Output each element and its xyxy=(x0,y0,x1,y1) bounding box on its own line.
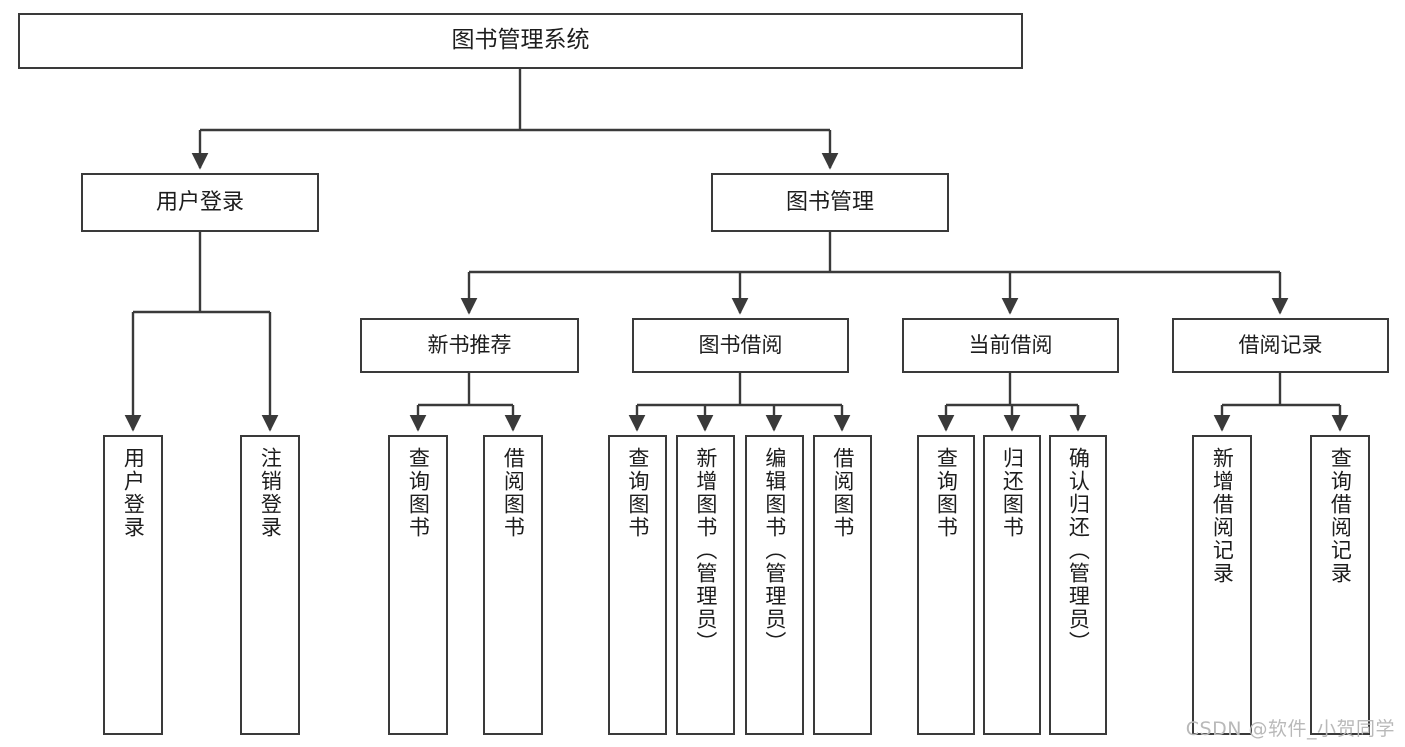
node-leaf-user-logout[interactable]: 注销登录 xyxy=(240,435,300,735)
node-leaf-add-borrow-record[interactable]: 新增借阅记录 xyxy=(1192,435,1252,735)
node-label: 编辑图书（管理员） xyxy=(762,447,787,654)
node-leaf-confirm-return[interactable]: 确认归还（管理员） xyxy=(1049,435,1107,735)
node-label: 注销登录 xyxy=(258,447,283,539)
node-leaf-query-book-borrow[interactable]: 查询图书 xyxy=(608,435,667,735)
node-label: 用户登录 xyxy=(155,189,244,215)
node-label: 新增借阅记录 xyxy=(1210,447,1235,585)
node-label: 图书借阅 xyxy=(698,333,783,358)
node-label: 用户登录 xyxy=(121,447,146,539)
node-leaf-borrow-book[interactable]: 借阅图书 xyxy=(813,435,872,735)
node-label: 查询图书 xyxy=(625,447,650,539)
node-book-borrow[interactable]: 图书借阅 xyxy=(632,318,849,373)
node-root-system[interactable]: 图书管理系统 xyxy=(18,13,1023,69)
watermark-text: CSDN @软件_小贺同学 xyxy=(1185,718,1395,740)
node-book-management[interactable]: 图书管理 xyxy=(711,173,949,232)
node-label: 借阅记录 xyxy=(1238,333,1323,358)
node-leaf-user-login[interactable]: 用户登录 xyxy=(103,435,163,735)
node-label: 新增图书（管理员） xyxy=(693,447,718,654)
node-label: 查询借阅记录 xyxy=(1328,447,1353,585)
node-current-borrow[interactable]: 当前借阅 xyxy=(902,318,1119,373)
node-leaf-edit-book[interactable]: 编辑图书（管理员） xyxy=(745,435,804,735)
node-label: 归还图书 xyxy=(1000,447,1025,539)
node-label: 查询图书 xyxy=(934,447,959,539)
node-borrow-record[interactable]: 借阅记录 xyxy=(1172,318,1389,373)
node-label: 当前借阅 xyxy=(968,333,1053,358)
node-label: 新书推荐 xyxy=(427,333,512,358)
node-leaf-return-book[interactable]: 归还图书 xyxy=(983,435,1041,735)
node-label: 图书管理 xyxy=(785,189,874,215)
node-leaf-query-book-recommend[interactable]: 查询图书 xyxy=(388,435,448,735)
node-label: 借阅图书 xyxy=(501,447,526,539)
node-label: 图书管理系统 xyxy=(451,27,590,54)
node-leaf-query-book-current[interactable]: 查询图书 xyxy=(917,435,975,735)
node-new-book-recommend[interactable]: 新书推荐 xyxy=(360,318,579,373)
node-label: 确认归还（管理员） xyxy=(1066,447,1091,654)
node-user-login[interactable]: 用户登录 xyxy=(81,173,319,232)
node-label: 借阅图书 xyxy=(830,447,855,539)
node-leaf-query-borrow-record[interactable]: 查询借阅记录 xyxy=(1310,435,1370,735)
node-leaf-borrow-book-recommend[interactable]: 借阅图书 xyxy=(483,435,543,735)
node-leaf-add-book[interactable]: 新增图书（管理员） xyxy=(676,435,735,735)
node-label: 查询图书 xyxy=(406,447,431,539)
